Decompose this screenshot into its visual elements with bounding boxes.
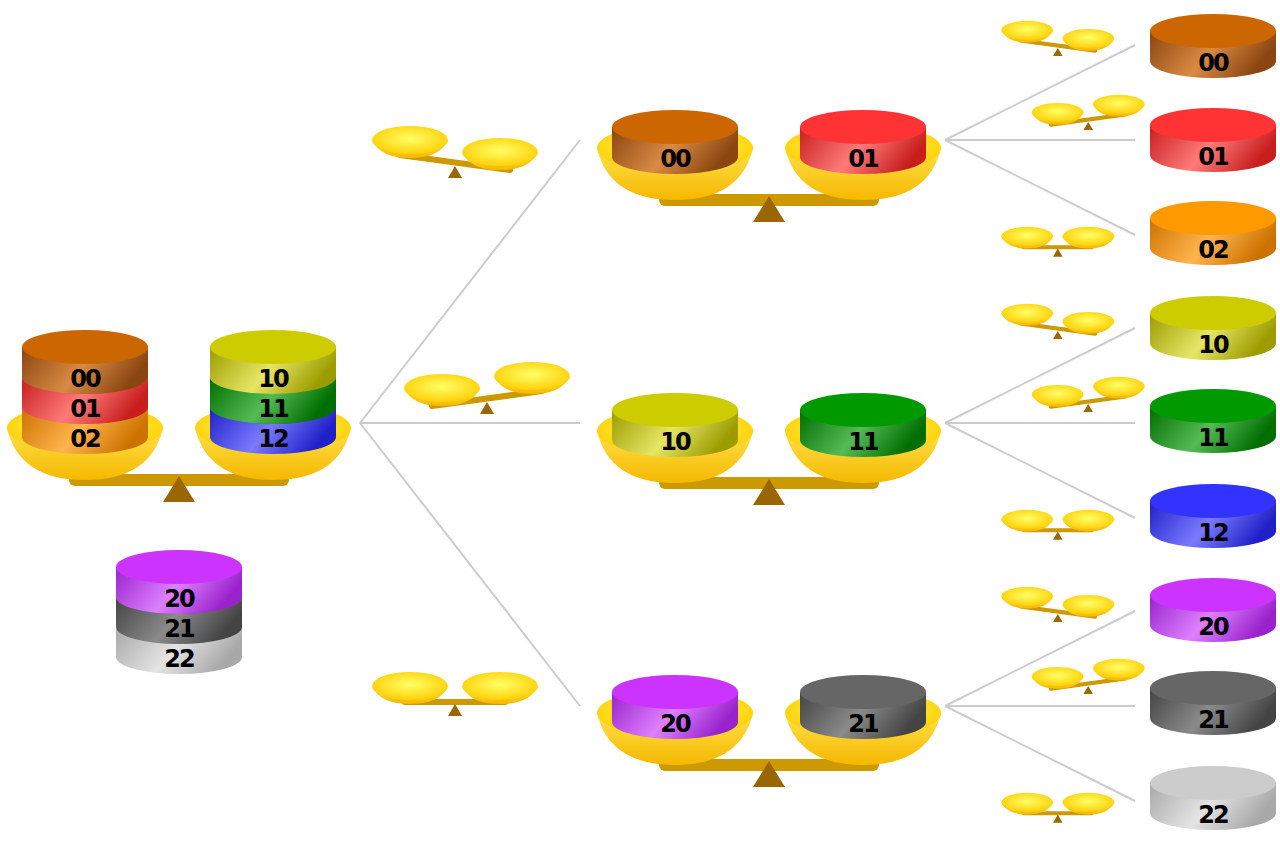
coin-disk: 02 <box>1150 201 1276 265</box>
coin-label: 10 <box>210 330 336 392</box>
scale-icon <box>1032 659 1145 694</box>
scale-icon <box>1001 510 1114 540</box>
coin-disk: 01 <box>800 110 926 174</box>
branch-lines <box>360 45 1135 801</box>
coin-label: 21 <box>1150 671 1276 733</box>
coin-label: 22 <box>1150 766 1276 828</box>
coin-disk: 12 <box>1150 484 1276 548</box>
coin-disk: 01 <box>1150 108 1276 172</box>
coin-disk: 10 <box>1150 296 1276 360</box>
coin-label: 20 <box>612 675 738 737</box>
coin-label: 21 <box>800 675 926 737</box>
coin-disk: 11 <box>800 393 926 457</box>
coin-disk: 11 <box>1150 389 1276 453</box>
scale-icon <box>1001 587 1114 622</box>
scale-icon <box>1032 377 1145 412</box>
coin-label: 12 <box>1150 484 1276 546</box>
scale-icon <box>1001 793 1114 823</box>
coin-disk: 00 <box>612 110 738 174</box>
coin-label: 11 <box>1150 389 1276 451</box>
scale-icon <box>404 362 570 414</box>
coin-disk: 21 <box>1150 671 1276 735</box>
coin-label: 11 <box>800 393 926 455</box>
scale-icon <box>372 126 538 178</box>
coin-label: 00 <box>1150 14 1276 76</box>
scale-icon <box>1001 21 1114 56</box>
coin-disk: 21 <box>800 675 926 739</box>
coin-disk: 20 <box>612 675 738 739</box>
coin-disk: 20 <box>116 550 242 614</box>
coin-disk: 20 <box>1150 578 1276 642</box>
coin-label: 10 <box>1150 296 1276 358</box>
scale-icon <box>372 672 538 716</box>
coin-label: 01 <box>800 110 926 172</box>
coin-label: 20 <box>1150 578 1276 640</box>
scale-icon <box>1001 227 1114 257</box>
coin-disk: 10 <box>612 393 738 457</box>
coin-disk: 22 <box>1150 766 1276 830</box>
scale-icon <box>1001 304 1114 339</box>
coin-label: 20 <box>116 550 242 612</box>
scale-icon <box>1032 95 1145 130</box>
coin-disk: 00 <box>22 330 148 394</box>
coin-label: 00 <box>612 110 738 172</box>
coin-disk: 10 <box>210 330 336 394</box>
coin-label: 02 <box>1150 201 1276 263</box>
coin-label: 01 <box>1150 108 1276 170</box>
coin-disk: 00 <box>1150 14 1276 78</box>
coin-label: 10 <box>612 393 738 455</box>
coin-label: 00 <box>22 330 148 392</box>
